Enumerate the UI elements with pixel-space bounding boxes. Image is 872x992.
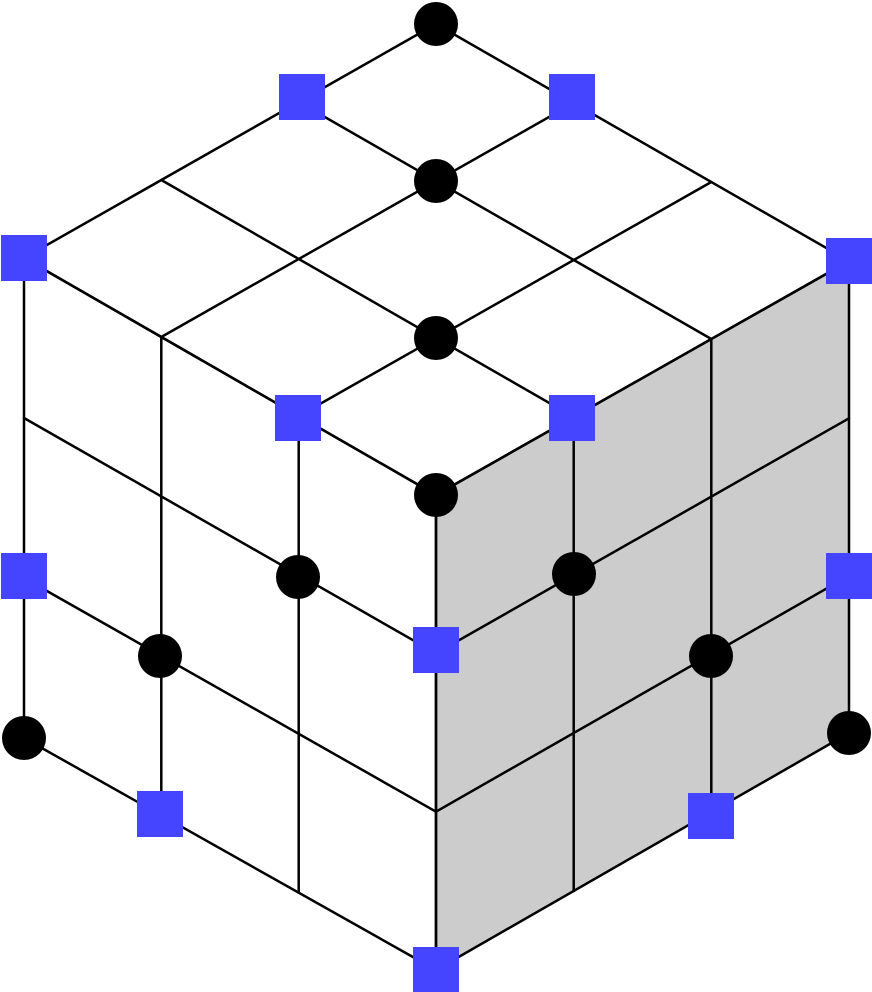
square-marker [413, 947, 459, 992]
circle-marker [689, 634, 733, 678]
square-marker [1, 235, 47, 281]
circle-marker [414, 473, 458, 517]
circle-marker [827, 711, 871, 755]
top-grid-line-a1 [160, 101, 575, 339]
right-grid-line-b2 [434, 574, 851, 813]
square-marker [549, 395, 595, 441]
circle-marker [414, 2, 458, 46]
circle-marker [414, 316, 458, 360]
square-marker [279, 74, 325, 120]
right-grid-line-b1 [434, 417, 851, 655]
square-marker [688, 793, 734, 839]
cube-face-right [436, 261, 849, 970]
square-marker [549, 74, 595, 120]
square-marker [413, 627, 459, 673]
square-marker [275, 395, 321, 441]
square-marker [1, 553, 47, 599]
top-grid-line-b0 [434, 22, 851, 263]
circle-marker [414, 159, 458, 203]
cube-grid-lines [22, 22, 851, 972]
left-grid-line-b2 [22, 576, 438, 813]
left-grid-line-b0 [22, 256, 438, 497]
top-grid-line-b2 [160, 178, 575, 419]
circle-marker [138, 634, 182, 678]
top-grid-line-a2 [297, 180, 713, 418]
right-grid-line-b0 [434, 259, 851, 497]
square-marker [137, 791, 183, 837]
square-marker [826, 553, 872, 599]
top-grid-line-b1 [297, 100, 713, 341]
left-grid-line-b3 [22, 736, 438, 972]
circle-marker [276, 555, 320, 599]
left-grid-line-b1 [22, 416, 438, 655]
top-grid-line-a0 [22, 22, 438, 260]
circle-marker [2, 716, 46, 760]
right-grid-line-b3 [434, 731, 851, 972]
circle-marker [552, 552, 596, 596]
square-marker [826, 238, 872, 284]
